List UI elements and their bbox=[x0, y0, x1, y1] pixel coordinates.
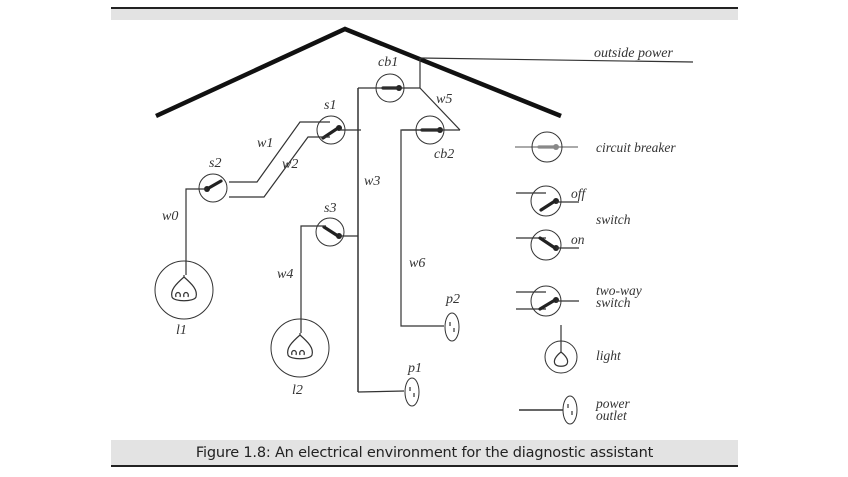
legend-two-way-switch-icon bbox=[516, 285, 579, 317]
l1-label: l1 bbox=[176, 323, 187, 338]
w4-label: w4 bbox=[277, 267, 293, 282]
legend-switch-on-icon bbox=[516, 229, 579, 261]
wire-w6 bbox=[400, 129, 444, 327]
w0-label: w0 bbox=[162, 209, 178, 224]
p1-label: p1 bbox=[407, 361, 422, 376]
wire-w1 bbox=[229, 121, 330, 183]
switch-s3 bbox=[315, 217, 345, 247]
top-band bbox=[111, 9, 738, 20]
house-roof bbox=[155, 26, 562, 119]
w3-label: w3 bbox=[364, 174, 380, 189]
legend-circuit-breaker-icon bbox=[515, 131, 578, 163]
power-outlet-p2 bbox=[444, 312, 460, 342]
l2-label: l2 bbox=[292, 383, 303, 398]
light-l1 bbox=[154, 260, 214, 320]
cb1-label: cb1 bbox=[378, 55, 398, 70]
wire-w0 bbox=[185, 188, 207, 275]
w6-label: w6 bbox=[409, 256, 425, 271]
legend-switch-label: switch bbox=[596, 212, 631, 227]
w5-label: w5 bbox=[436, 92, 452, 107]
outside-power-line bbox=[419, 57, 694, 63]
wire-w4 bbox=[300, 225, 326, 333]
legend-circuit-breaker-label: circuit breaker bbox=[596, 140, 676, 155]
legend-switch-on-label: on bbox=[571, 232, 585, 247]
w1-label: w1 bbox=[257, 136, 273, 151]
w3-to-p1 bbox=[357, 390, 405, 393]
light-l2 bbox=[270, 318, 330, 378]
wire-w2 bbox=[229, 136, 330, 198]
legend-power-outlet-label-line2: outlet bbox=[596, 408, 628, 423]
legend-power-outlet-icon bbox=[519, 395, 578, 425]
legend-light-icon bbox=[544, 325, 578, 374]
s3-label: s3 bbox=[324, 201, 336, 216]
w2-label: w2 bbox=[282, 157, 298, 172]
bottom-rule bbox=[111, 465, 738, 467]
two-way-switch-s2 bbox=[198, 173, 228, 203]
top-rule bbox=[111, 7, 738, 9]
s1-label: s1 bbox=[324, 98, 336, 113]
wire-w5 bbox=[419, 87, 461, 131]
p2-label: p2 bbox=[445, 292, 460, 307]
legend-power-outlet-label-line1: power bbox=[595, 396, 630, 411]
legend-two-way-label-line1: two-way bbox=[596, 283, 642, 298]
legend-switch-off-label: off bbox=[571, 186, 588, 201]
legend-two-way-label-line2: switch bbox=[596, 295, 631, 310]
outside-power-label: outside power bbox=[594, 46, 673, 61]
s2-label: s2 bbox=[209, 156, 221, 171]
cb2-label: cb2 bbox=[434, 147, 454, 162]
power-outlet-p1 bbox=[404, 377, 420, 407]
figure-caption-bar: Figure 1.8: An electrical environment fo… bbox=[111, 440, 738, 465]
legend-switch-off-icon bbox=[516, 185, 579, 217]
figure-caption: Figure 1.8: An electrical environment fo… bbox=[195, 444, 654, 461]
legend-light-label: light bbox=[596, 348, 622, 363]
